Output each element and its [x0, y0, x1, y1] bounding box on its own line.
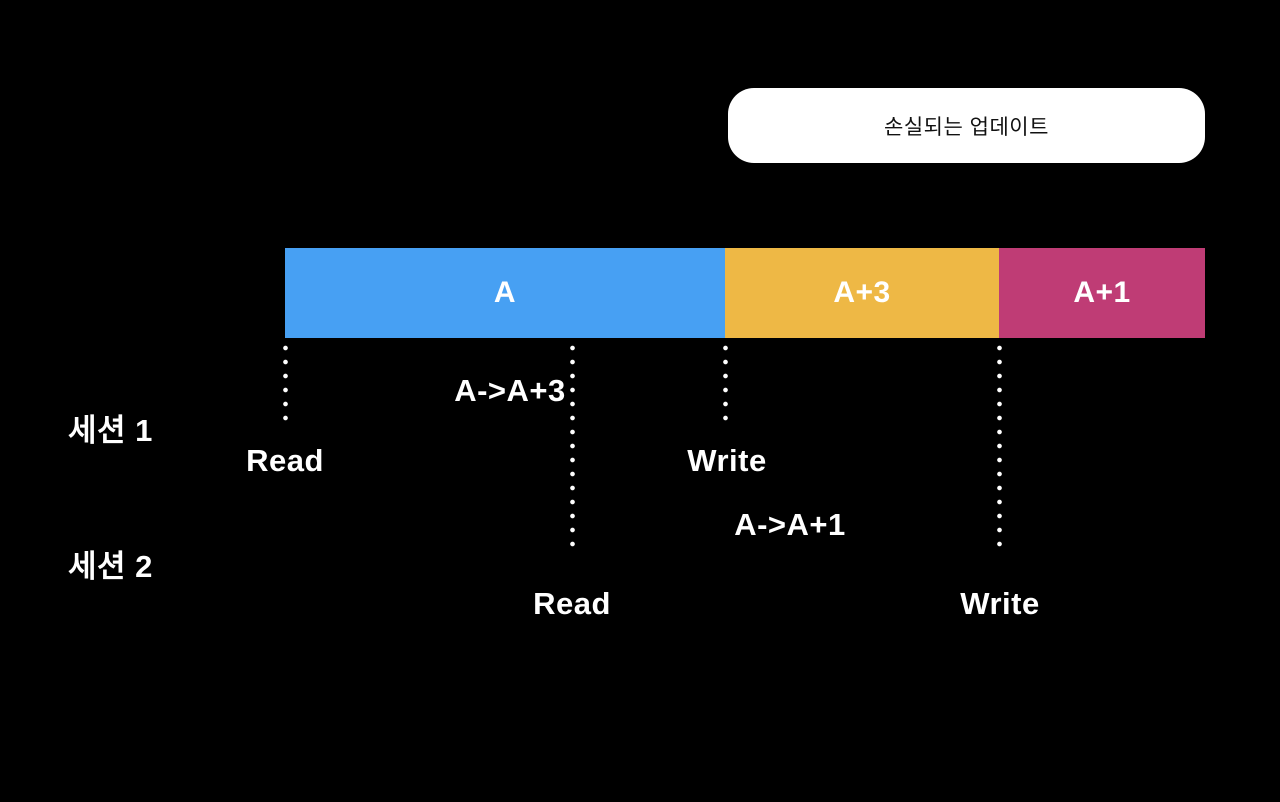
bar-segment-a: A: [285, 248, 725, 338]
title-callout: 손실되는 업데이트: [728, 88, 1205, 163]
bar-segment-a1: A+1: [999, 248, 1205, 338]
dotted-connector-session1-read: [283, 341, 288, 421]
bar-segment-a1-label: A+1: [1073, 276, 1131, 309]
dotted-connector-session2-write: [997, 341, 1002, 549]
session2-write-label: Write: [960, 586, 1040, 621]
session1-read-label: Read: [246, 443, 324, 478]
bar-segment-a3: A+3: [725, 248, 999, 338]
session2-duration-line: [565, 558, 1013, 562]
value-bar: A A+3 A+1: [285, 248, 1205, 338]
session2-label: 세션 2: [68, 549, 153, 584]
session2-operation-label: A->A+1: [734, 507, 846, 542]
session1-write-label: Write: [687, 443, 767, 478]
title-callout-label: 손실되는 업데이트: [884, 115, 1049, 139]
session2-read-label: Read: [533, 586, 611, 621]
bar-segment-a3-label: A+3: [833, 276, 891, 309]
session1-duration-line: [285, 424, 733, 428]
session1-operation-label: A->A+3: [454, 373, 566, 408]
dotted-connector-session1-write: [723, 341, 728, 421]
dotted-connector-session2-read: [570, 341, 575, 549]
bar-segment-a-label: A: [493, 276, 517, 309]
session1-label: 세션 1: [68, 413, 153, 448]
